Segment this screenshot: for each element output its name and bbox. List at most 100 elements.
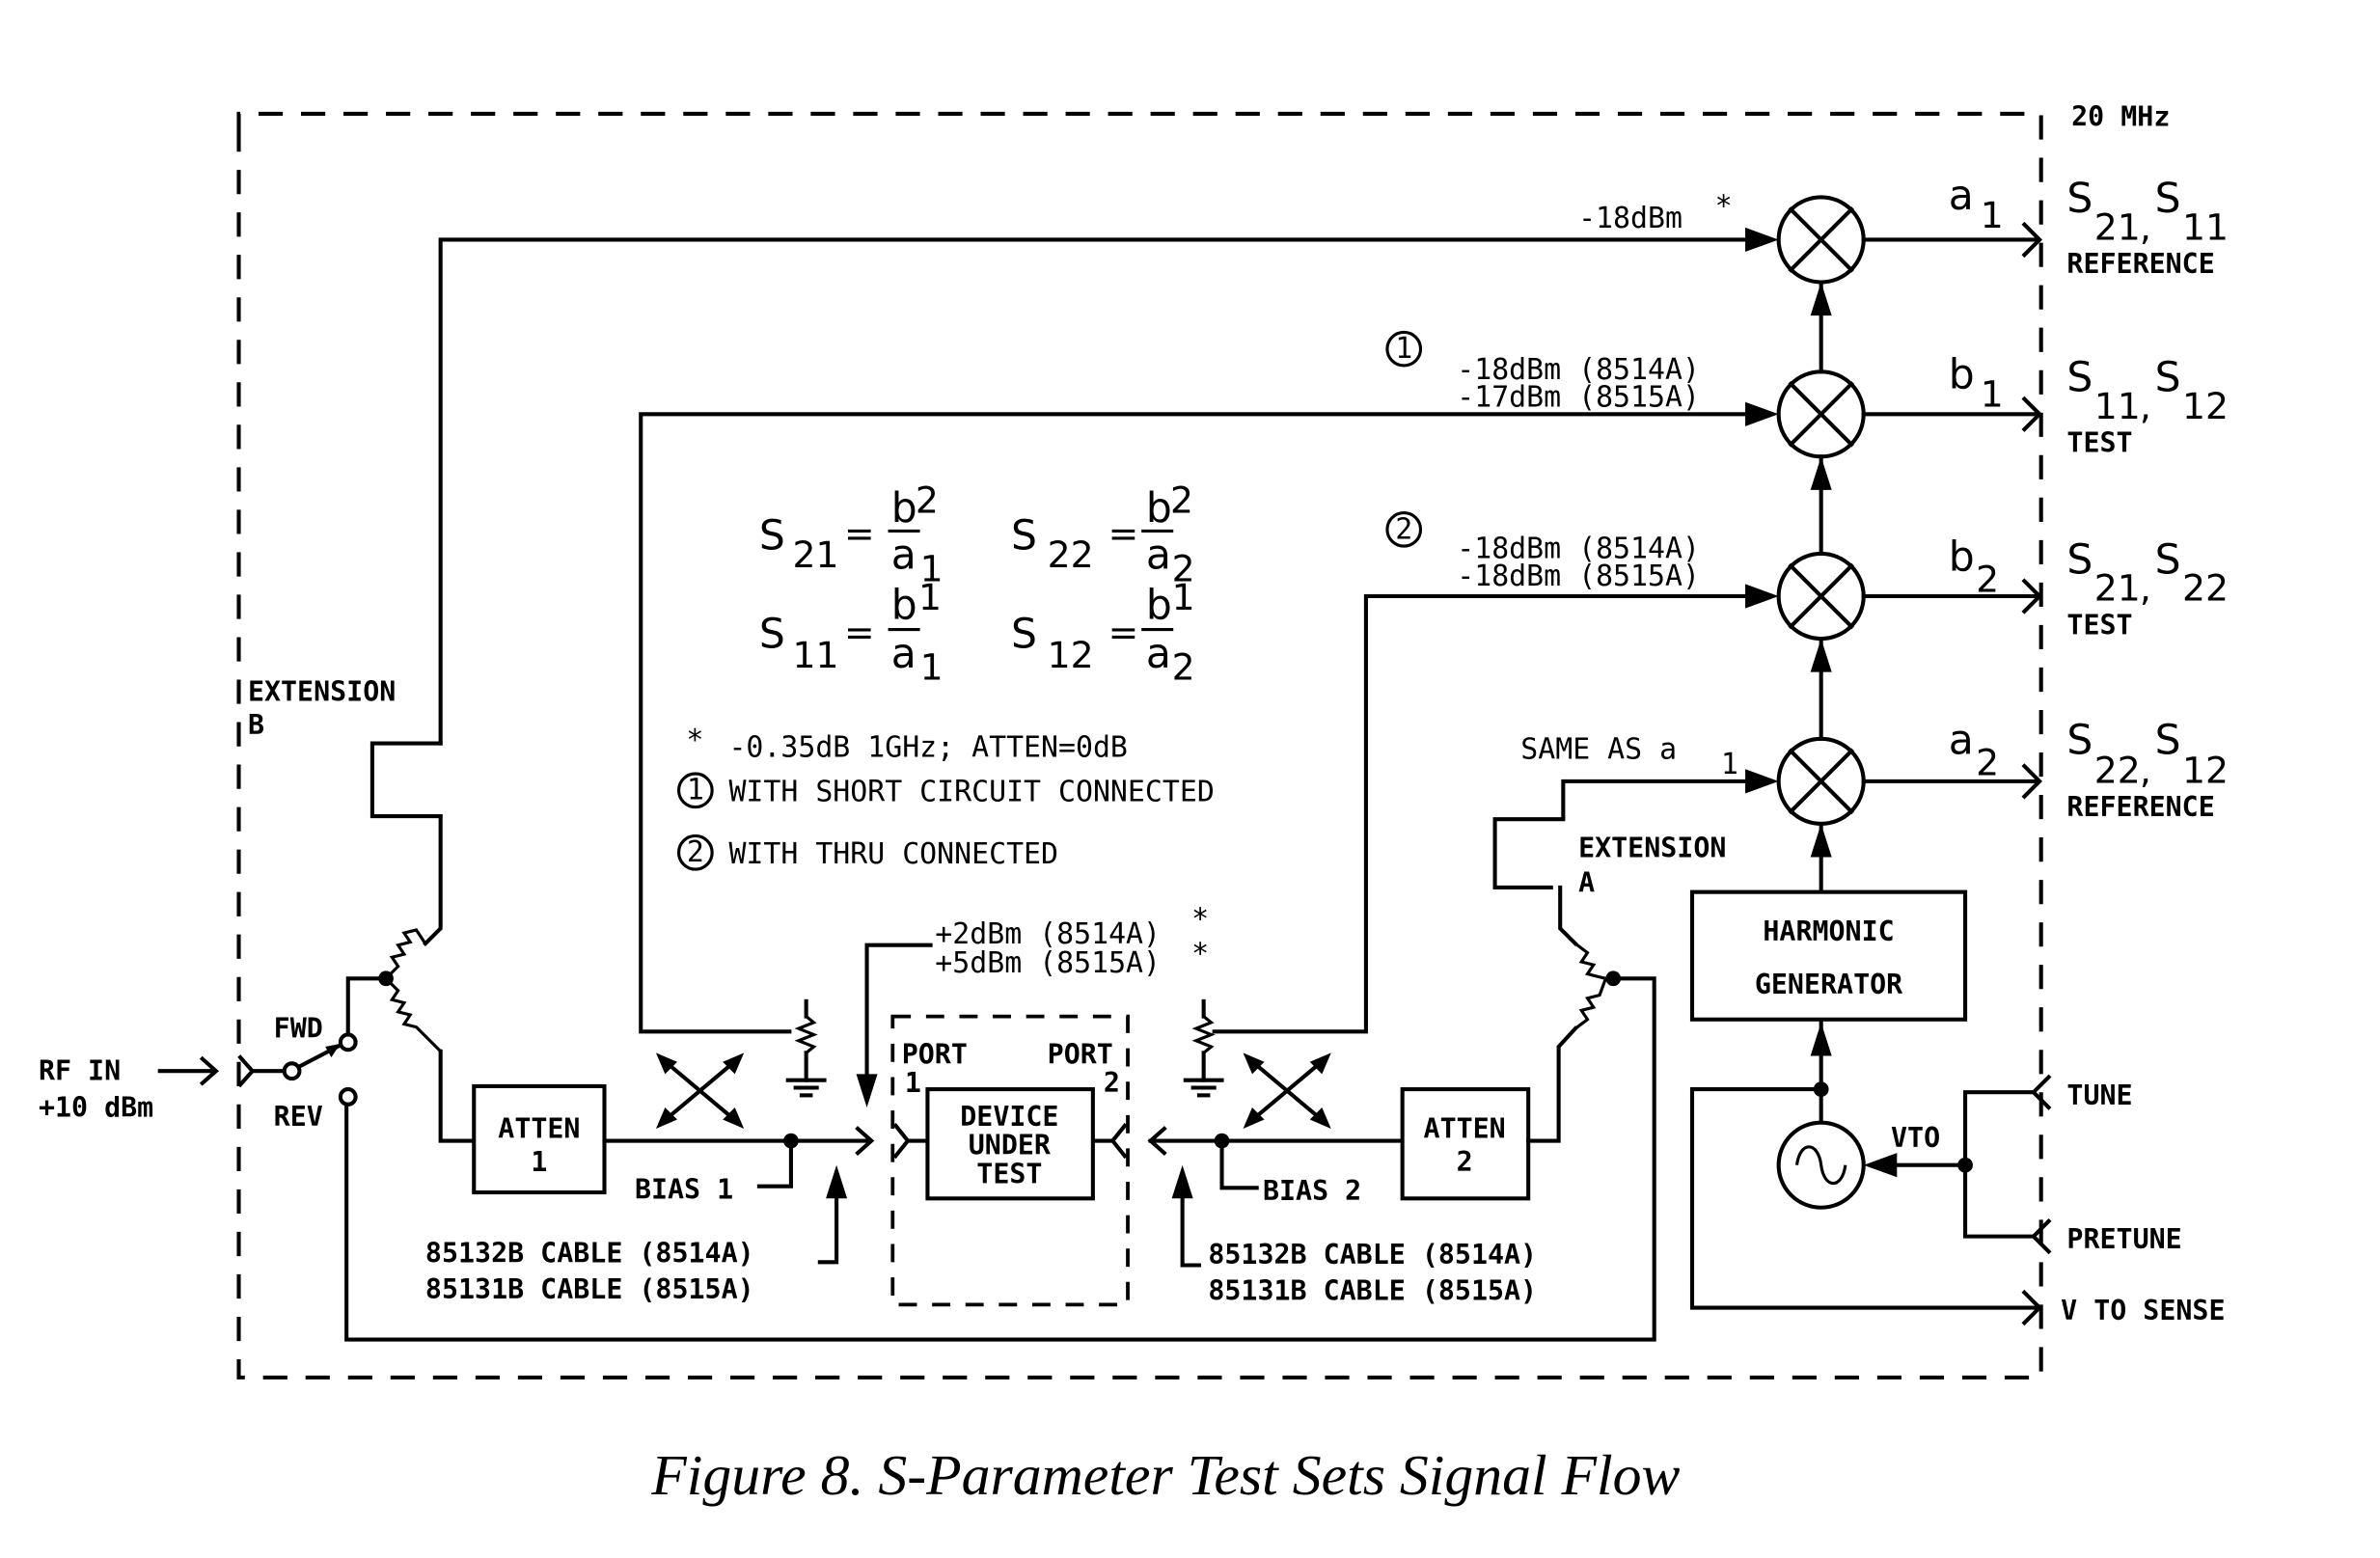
- test-set-enclosure: [236, 111, 2043, 1380]
- rf-input-connector: [237, 1054, 286, 1088]
- svg-text:1: 1: [1981, 194, 2004, 236]
- svg-text:WITH THRU CONNECTED: WITH THRU CONNECTED: [728, 837, 1058, 871]
- svg-text:12: 12: [2182, 749, 2229, 791]
- extension-b-label: EXTENSION B: [248, 676, 396, 742]
- frequency-label: 20 MHz: [2071, 101, 2170, 133]
- svg-text:A: A: [1578, 867, 1595, 899]
- vto-label: VTO: [1891, 1122, 1940, 1154]
- a2-input-level: SAME AS a 1: [1520, 732, 1738, 781]
- vto-sense-line: [1689, 1087, 2043, 1326]
- svg-text:=: =: [1108, 611, 1139, 653]
- svg-text:+2dBm (8514A): +2dBm (8514A): [935, 917, 1161, 951]
- output-label-reference-1: S 21 , S 11 REFERENCE: [2066, 176, 2229, 280]
- vto-control-lines: [1863, 1090, 2036, 1239]
- svg-text:21: 21: [792, 533, 838, 576]
- svg-text:21: 21: [2094, 567, 2141, 610]
- svg-text:S: S: [759, 512, 785, 560]
- svg-text:+10 dBm: +10 dBm: [39, 1091, 153, 1123]
- svg-text:TEST: TEST: [976, 1159, 1042, 1190]
- note-marker-2: 2: [1385, 510, 1423, 548]
- svg-text:a: a: [891, 631, 916, 678]
- svg-text:85132B CABLE (8514A): 85132B CABLE (8514A): [1208, 1239, 1537, 1271]
- svg-text:2: 2: [1395, 512, 1412, 546]
- tune-connector[interactable]: [2030, 1074, 2052, 1110]
- svg-text:S: S: [2066, 718, 2093, 765]
- svg-text:b: b: [1949, 533, 1975, 581]
- svg-text:S: S: [2066, 355, 2093, 402]
- rf-input-arrow: [157, 1055, 220, 1086]
- svg-text:22: 22: [1048, 533, 1094, 576]
- tune-label: TUNE: [2066, 1080, 2132, 1111]
- bias-2-label: BIAS 2: [1263, 1175, 1361, 1207]
- svg-text:TEST: TEST: [2066, 609, 2132, 641]
- termination-1: [785, 998, 827, 1098]
- svg-text:22: 22: [2182, 567, 2229, 610]
- svg-text:S: S: [759, 611, 785, 658]
- pretune-label: PRETUNE: [2066, 1223, 2181, 1255]
- svg-text:UNDER: UNDER: [969, 1130, 1052, 1162]
- svg-text:SAME AS a: SAME AS a: [1520, 732, 1677, 766]
- note-1: 1 WITH SHORT CIRCUIT CONNECTED: [676, 772, 1215, 808]
- svg-text:2: 2: [1170, 479, 1193, 522]
- svg-text:2: 2: [1457, 1146, 1473, 1178]
- svg-text:=: =: [1108, 512, 1139, 555]
- port-1-label: PORT: [902, 1038, 968, 1070]
- cable-label-right: 85132B CABLE (8514A) 85131B CABLE (8515A…: [1208, 1239, 1537, 1307]
- svg-text:12: 12: [1048, 634, 1094, 676]
- port-2-connector[interactable]: [1090, 1122, 1128, 1160]
- equation-s21: S 21 = b 2 a 1: [759, 479, 944, 590]
- svg-text:b: b: [891, 485, 917, 533]
- mixer-outputs: [1861, 221, 2043, 800]
- svg-text:REFERENCE: REFERENCE: [2066, 791, 2214, 823]
- device-under-test[interactable]: DEVICE UNDER TEST: [925, 1087, 1095, 1201]
- output-label-reference-2: S 22 , S 12 REFERENCE: [2066, 718, 2229, 823]
- vto-sense-label: V TO SENSE: [2061, 1295, 2225, 1326]
- svg-text:S: S: [2066, 536, 2093, 584]
- cable-label-left: 85132B CABLE (8514A) 85131B CABLE (8515A…: [425, 1237, 754, 1305]
- a1-input-level: -18dBm: [1578, 202, 1682, 235]
- svg-text:ATTEN: ATTEN: [1424, 1112, 1506, 1144]
- svg-text:1: 1: [1172, 576, 1195, 618]
- pretune-connector[interactable]: [2030, 1218, 2052, 1255]
- svg-text:=: =: [844, 512, 875, 555]
- svg-text:S: S: [1011, 611, 1037, 658]
- svg-text:b: b: [1146, 583, 1172, 630]
- svg-text:S: S: [2155, 718, 2181, 765]
- vto-to-harmonic-arrow: [1810, 1020, 1832, 1125]
- harmonic-generator: HARMONIC GENERATOR: [1689, 889, 1968, 1022]
- path-a2: [1492, 769, 1779, 947]
- vto-oscillator: [1776, 1120, 1866, 1210]
- svg-text:1: 1: [920, 547, 944, 589]
- signal-a2-label: a 2: [1949, 718, 1999, 784]
- svg-text:2: 2: [1976, 558, 1999, 600]
- path-b2: [1212, 584, 1779, 1034]
- svg-text:*: *: [1191, 902, 1209, 936]
- svg-text:85132B CABLE (8514A): 85132B CABLE (8514A): [425, 1237, 754, 1269]
- port-1-connector[interactable]: [892, 1122, 930, 1160]
- note-marker-1: 1: [1385, 330, 1423, 368]
- output-label-test-2: S 21 , S 22 TEST: [2066, 536, 2229, 641]
- svg-text:REFERENCE: REFERENCE: [2066, 248, 2214, 280]
- b2-input-level-8515a: -18dBm (8515A): [1457, 560, 1700, 593]
- directional-coupler-1: [655, 1052, 745, 1129]
- svg-text:22: 22: [2094, 749, 2141, 791]
- port1-line: [602, 1126, 875, 1189]
- equation-s22: S 22 = b 2 a 2: [1011, 479, 1195, 590]
- svg-text:1: 1: [918, 576, 942, 618]
- svg-text:-0.35dB 1GHz; ATTEN=0dB: -0.35dB 1GHz; ATTEN=0dB: [728, 731, 1127, 765]
- svg-text:S: S: [2155, 536, 2181, 584]
- svg-text:DEVICE: DEVICE: [960, 1101, 1058, 1133]
- svg-text:=: =: [844, 611, 875, 653]
- svg-text:ATTEN: ATTEN: [498, 1112, 580, 1144]
- svg-text:1: 1: [1395, 332, 1412, 366]
- svg-text:*: *: [1191, 938, 1209, 971]
- port-2-number: 2: [1104, 1067, 1120, 1099]
- equation-s12: S 12 = b 1 a 2: [1011, 576, 1195, 688]
- mixer-a2: [1776, 736, 1866, 826]
- port-2-label: PORT: [1048, 1038, 1113, 1070]
- svg-text:WITH SHORT CIRCUIT CONNECTED: WITH SHORT CIRCUIT CONNECTED: [728, 775, 1214, 808]
- svg-text:EXTENSION: EXTENSION: [1578, 832, 1726, 863]
- svg-text:+5dBm (8515A): +5dBm (8515A): [935, 946, 1161, 980]
- fwd-rev-switch[interactable]: [282, 1032, 358, 1107]
- output-label-test-1: S 11 , S 12 TEST: [2066, 355, 2229, 459]
